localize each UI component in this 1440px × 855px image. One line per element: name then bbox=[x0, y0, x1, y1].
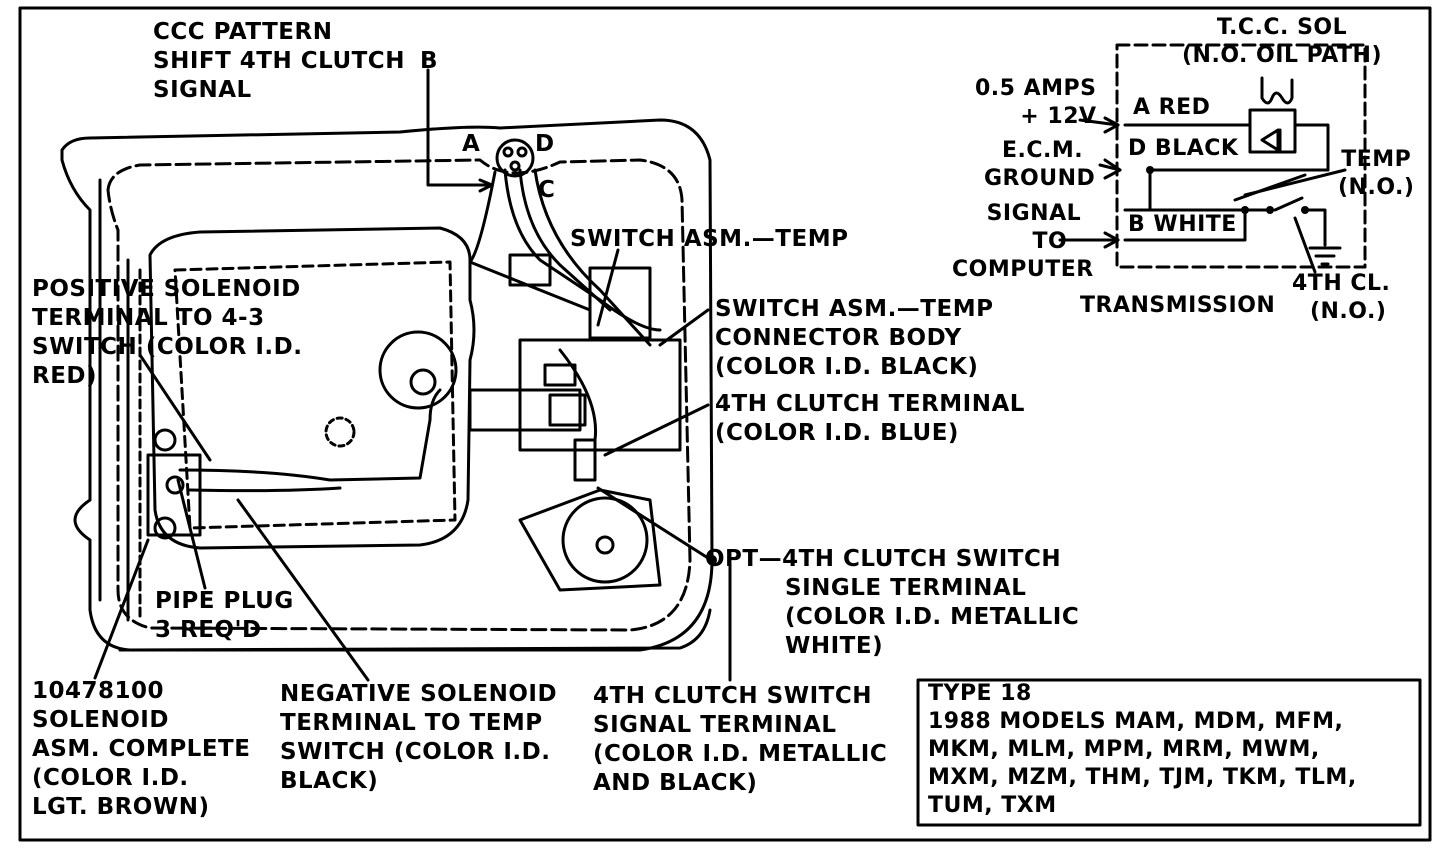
label-line: CONNECTOR BODY bbox=[715, 325, 962, 351]
label-line: T.C.C. SOL bbox=[1216, 15, 1348, 40]
label-pin-d: D bbox=[535, 131, 555, 157]
label-line: (COLOR I.D. BLACK) bbox=[715, 354, 979, 380]
schematic-ecm: E.C.M. GROUND bbox=[984, 137, 1095, 193]
wire-harness bbox=[503, 168, 662, 332]
schematic-tcc-sol: T.C.C. SOL (N.O. OIL PATH) bbox=[1182, 14, 1382, 70]
label-line: SWITCH (COLOR I.D. bbox=[32, 334, 303, 360]
figure-border bbox=[18, 6, 1432, 842]
schematic-amps: 0.5 AMPS + 12V bbox=[975, 75, 1097, 131]
type-box-line: MKM, MLM, MPM, MRM, MWM, bbox=[928, 737, 1320, 762]
label-4th-clutch-terminal: 4TH CLUTCH TERMINAL (COLOR I.D. BLUE) bbox=[715, 390, 1025, 448]
label-line: GROUND bbox=[984, 166, 1096, 191]
label-line: SIGNAL TERMINAL bbox=[593, 712, 837, 738]
schematic-pin-d-black: D BLACK bbox=[1128, 136, 1239, 161]
label-line: ASM. COMPLETE bbox=[32, 736, 251, 762]
label-ccc-b: B bbox=[420, 48, 439, 74]
label-line: (N.O. OIL PATH) bbox=[1182, 43, 1383, 68]
label-line: AND BLACK) bbox=[593, 770, 758, 796]
type-box-text: TYPE 18 1988 MODELS MAM, MDM, MFM, MKM, … bbox=[928, 680, 1357, 820]
label-line: SINGLE TERMINAL bbox=[785, 575, 1027, 601]
label-solenoid-asm: 10478100 SOLENOID ASM. COMPLETE (COLOR I… bbox=[32, 677, 250, 822]
valve-body bbox=[148, 226, 476, 550]
label-line: SIGNAL bbox=[986, 201, 1082, 226]
pan-outline bbox=[60, 118, 714, 652]
leader-positive-solenoid bbox=[138, 353, 212, 462]
schematic-signal: SIGNAL TO COMPUTER bbox=[952, 200, 1094, 284]
label-line: + 12V bbox=[1020, 104, 1097, 129]
label-line: TO bbox=[1032, 229, 1068, 254]
label-line: 4TH CL. bbox=[1292, 271, 1391, 296]
label-line: SIGNAL bbox=[153, 77, 252, 103]
type-box-line: 1988 MODELS MAM, MDM, MFM, bbox=[928, 709, 1344, 734]
label-pipe-plug: PIPE PLUG 3 REQ'D bbox=[155, 587, 294, 645]
type-box bbox=[916, 678, 1422, 827]
type-box-line: MXM, MZM, THM, TJM, TKM, TLM, bbox=[928, 765, 1357, 790]
label-line: RED) bbox=[32, 363, 98, 389]
label-line: TEMP bbox=[1341, 147, 1412, 172]
label-opt-switch: OPT—4TH CLUTCH SWITCH SINGLE TERMINAL (C… bbox=[705, 545, 1079, 661]
schematic-transmission: TRANSMISSION bbox=[1080, 293, 1276, 318]
schematic-pin-a-red: A RED bbox=[1133, 95, 1211, 120]
leader-switch-temp bbox=[596, 248, 620, 327]
label-line: WHITE) bbox=[785, 633, 884, 659]
type-box-line: TYPE 18 bbox=[928, 681, 1032, 706]
label-line: BLACK) bbox=[280, 768, 379, 794]
leader-switch-connector bbox=[658, 308, 710, 347]
pan-inner-outline bbox=[106, 158, 692, 632]
label-line: PIPE PLUG bbox=[155, 588, 294, 614]
connector-adc bbox=[495, 138, 535, 178]
label-signal-terminal: 4TH CLUTCH SWITCH SIGNAL TERMINAL (COLOR… bbox=[593, 682, 887, 798]
leader-4th-terminal bbox=[603, 403, 710, 457]
label-line: TERMINAL TO TEMP bbox=[280, 710, 543, 736]
schematic-box bbox=[1115, 43, 1367, 269]
schematic-temp: TEMP (N.O.) bbox=[1338, 146, 1414, 202]
label-line: (COLOR I.D. bbox=[32, 765, 189, 791]
label-line: (N.O.) bbox=[1309, 299, 1387, 324]
label-line: (COLOR I.D. METALLIC bbox=[593, 741, 888, 767]
label-line: 3 REQ'D bbox=[155, 617, 262, 643]
label-line: SWITCH (COLOR I.D. bbox=[280, 739, 551, 765]
label-line: 4TH CLUTCH SWITCH bbox=[593, 683, 872, 709]
label-line: POSITIVE SOLENOID bbox=[32, 276, 301, 302]
label-line: 0.5 AMPS bbox=[975, 76, 1097, 101]
label-line: SHIFT 4TH CLUTCH bbox=[153, 48, 405, 74]
label-line: TERMINAL TO 4-3 bbox=[32, 305, 265, 331]
label-switch-temp: SWITCH ASM.—TEMP bbox=[570, 226, 849, 252]
label-negative-solenoid: NEGATIVE SOLENOID TERMINAL TO TEMP SWITC… bbox=[280, 680, 557, 796]
label-positive-solenoid: POSITIVE SOLENOID TERMINAL TO 4-3 SWITCH… bbox=[32, 275, 303, 391]
label-line: 4TH CLUTCH TERMINAL bbox=[715, 391, 1025, 417]
leader-solenoid-asm bbox=[93, 538, 150, 680]
label-line: NEGATIVE SOLENOID bbox=[280, 681, 558, 707]
schematic-4th-cl: 4TH CL. (N.O.) bbox=[1292, 270, 1390, 326]
label-line: (N.O.) bbox=[1338, 175, 1415, 200]
label-line: LGT. BROWN) bbox=[32, 794, 210, 820]
type-box-line: TUM, TXM bbox=[928, 793, 1057, 818]
label-line: (COLOR I.D. METALLIC bbox=[785, 604, 1080, 630]
leader-opt-switch bbox=[596, 486, 710, 560]
label-line: CCC PATTERN bbox=[153, 19, 333, 45]
label-pin-c: C bbox=[538, 177, 556, 203]
label-line: OPT—4TH CLUTCH SWITCH bbox=[705, 546, 1062, 572]
label-line: 10478100 bbox=[32, 678, 165, 704]
tcc-coil bbox=[1260, 76, 1294, 105]
label-ccc-pattern: CCC PATTERN SHIFT 4TH CLUTCH SIGNAL bbox=[153, 18, 405, 105]
label-line: (COLOR I.D. BLUE) bbox=[715, 420, 959, 446]
label-line: SOLENOID bbox=[32, 707, 169, 733]
leader-pipe-plug bbox=[176, 478, 207, 590]
leader-ccc-b bbox=[426, 68, 492, 187]
label-line: E.C.M. bbox=[1002, 138, 1084, 163]
label-line: SWITCH ASM.—TEMP bbox=[715, 296, 994, 322]
label-line: COMPUTER bbox=[952, 257, 1094, 282]
label-pin-a: A bbox=[462, 131, 481, 157]
label-switch-temp-connector: SWITCH ASM.—TEMP CONNECTOR BODY (COLOR I… bbox=[715, 295, 993, 382]
schematic-pin-b-white: B WHITE bbox=[1128, 212, 1237, 237]
leader-negative-solenoid bbox=[236, 498, 370, 682]
